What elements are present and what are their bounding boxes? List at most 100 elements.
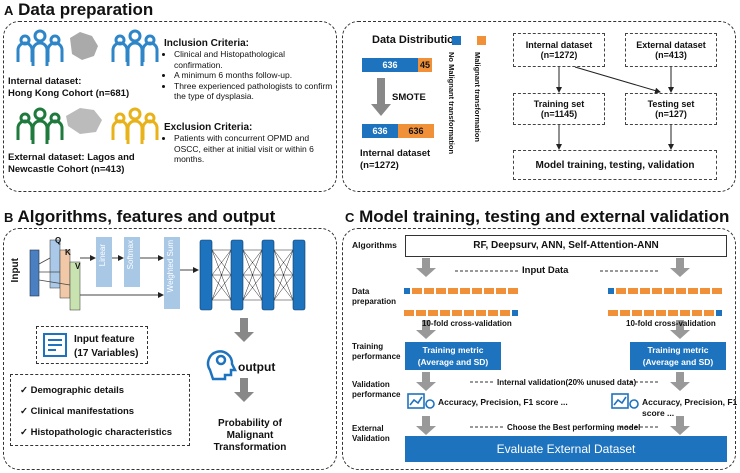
check-demographic: ✓ Demographic details [20, 385, 125, 396]
legend-no-mt: No Malignant transformation [447, 52, 456, 155]
metrics-list-left: Accuracy, Precision, F1 score ... [438, 397, 568, 407]
input-feature-title: Input feature [74, 334, 135, 345]
k-label: K [65, 248, 71, 257]
checklist-icon [43, 333, 67, 357]
people-icon-green [16, 107, 64, 144]
external-cohort-label: Newcastle Cohort (n=413) [8, 164, 125, 175]
row-label-line: Validation [352, 380, 390, 389]
legend-mt: Malignant transformation [473, 52, 482, 143]
v-label: V [75, 262, 81, 271]
input-data-label: Input Data [522, 265, 569, 276]
internal-dataset-caption: Internal dataset [360, 148, 431, 159]
panel-a-letter: A [4, 3, 14, 18]
input-feature-sub: (17 Variables) [74, 348, 139, 359]
row-label-algorithms: Algorithms [352, 240, 397, 250]
prob-line: Malignant [226, 430, 274, 441]
check-demographic-label: Demographic details [30, 385, 125, 396]
flow-internal-box: Internal dataset (n=1272) [513, 33, 605, 67]
prob-line: Probability of [218, 418, 282, 429]
lagos-newcastle-map-icon [66, 108, 102, 134]
smote-label: SMOTE [392, 92, 426, 103]
panel-c-title: Model training, testing and external val… [359, 207, 730, 226]
feature-checklist-box [10, 374, 190, 446]
row-label-line: Training [352, 342, 384, 351]
internal-validation-label: Internal validation(20% unused data) [497, 378, 637, 387]
metric-label: Training metric [647, 345, 709, 355]
bar-after-no-mt: 636 [362, 124, 398, 138]
flow-external-label: External dataset [636, 40, 706, 50]
flow-internal-label: Internal dataset [525, 40, 593, 50]
flow-train-n: (n=1145) [540, 109, 578, 119]
legend-swatch-mt [477, 36, 486, 45]
bar-after-mt: 636 [398, 124, 434, 138]
metric-sub: (Average and SD) [417, 357, 489, 367]
exclusion-criteria: Exclusion Criteria: Patients with concur… [164, 122, 334, 165]
row-label-line: performance [352, 352, 401, 361]
external-dataset-label: External dataset: Lagos and [8, 152, 135, 163]
inclusion-item: Clinical and Histopathological confirmat… [174, 49, 334, 70]
row-label-line: preparation [352, 297, 397, 306]
row-label-external: External Validation [352, 424, 390, 444]
flow-test-n: (n=127) [655, 109, 687, 119]
training-metric-right: Training metric (Average and SD) [630, 342, 726, 370]
panel-a-left-frame [3, 21, 337, 192]
panel-c-heading: C Model training, testing and external v… [345, 207, 729, 227]
flow-train-box: Training set (n=1145) [513, 93, 605, 125]
check-clinical-label: Clinical manifestations [30, 406, 135, 417]
panel-a-right-frame [342, 21, 736, 192]
panel-c-frame [342, 228, 736, 470]
panel-a-title: Data preparation [18, 0, 154, 19]
data-distribution-title: Data Distribution [372, 34, 461, 46]
row-label-line: performance [352, 390, 401, 399]
internal-cohort-label: Hong Kong Cohort (n=681) [8, 88, 130, 99]
q-label: Q [55, 236, 62, 245]
check-histopathologic-label: Histopathologic characteristics [30, 427, 173, 438]
people-icon-yellow [111, 107, 159, 144]
algorithms-box: RF, Deepsurv, ANN, Self-Attention-ANN [405, 235, 727, 257]
internal-n-caption: (n=1272) [360, 160, 399, 171]
metric-icon-right [611, 393, 639, 409]
people-icon-blue-1 [16, 29, 64, 66]
panel-b-heading: B Algorithms, features and output [4, 207, 275, 227]
flow-external-box: External dataset (n=413) [625, 33, 717, 67]
flow-external-n: (n=413) [655, 50, 687, 60]
row-label-line: Data [352, 287, 370, 296]
inclusion-title: Inclusion Criteria: [164, 38, 250, 49]
panel-b-letter: B [4, 210, 14, 225]
flow-model-box: Model training, testing, validation [513, 150, 717, 180]
metrics-list-right: Accuracy, Precision, F1 score ... [642, 397, 738, 418]
panel-c-letter: C [345, 210, 355, 225]
check-clinical: ✓ Clinical manifestations [20, 406, 135, 417]
input-feature-box [36, 326, 148, 364]
panel-b-frame [3, 228, 337, 470]
people-icon-blue-2 [111, 29, 159, 66]
output-label: output [238, 360, 276, 374]
exclusion-item: Patients with concurrent OPMD and OSCC, … [174, 133, 334, 165]
inclusion-criteria: Inclusion Criteria: Clinical and Histopa… [164, 38, 334, 102]
hong-kong-map-icon [70, 32, 98, 60]
metric-label: Training metric [422, 345, 484, 355]
prob-line: Transformation [213, 442, 287, 453]
inclusion-item: A minimum 6 months follow-up. [174, 70, 334, 81]
brain-head-icon [206, 350, 238, 381]
fold-label-left: 10-fold cross-validation [422, 319, 512, 328]
fold-label-right: 10-fold cross-validation [626, 319, 716, 328]
flow-train-label: Training set [533, 99, 585, 109]
bar-before-mt: 45 [418, 58, 432, 72]
panel-a-heading: A Data preparation [4, 0, 153, 20]
exclusion-title: Exclusion Criteria: [164, 122, 253, 133]
panel-b-title: Algorithms, features and output [17, 207, 276, 226]
best-model-label: Choose the Best performing model [507, 423, 641, 432]
row-label-validation: Validation performance [352, 380, 400, 400]
row-label-line: Validation [352, 434, 390, 443]
internal-dataset-label: Internal dataset: [8, 76, 82, 87]
metric-sub: (Average and SD) [642, 357, 714, 367]
metric-icon-left [407, 393, 435, 409]
legend-swatch-no-mt [452, 36, 461, 45]
inclusion-item: Three experienced pathologists to confir… [174, 81, 334, 102]
